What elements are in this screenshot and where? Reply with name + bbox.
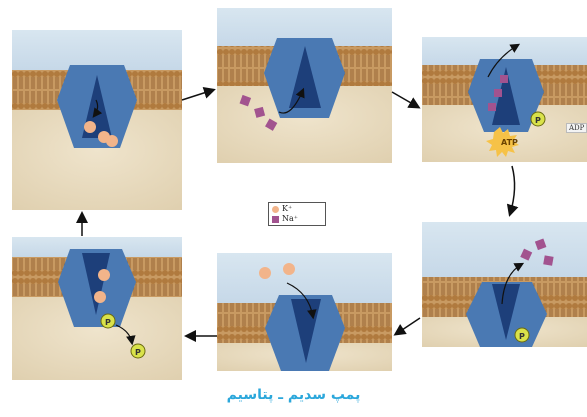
panel-step-5 [217,253,392,371]
sodium-ion [543,255,553,265]
arrow-4-to-5 [396,318,420,334]
potassium-swatch-icon [272,206,279,213]
arrow-3-to-4 [510,166,515,214]
panel-step-3: ATP P [422,37,587,162]
sodium-ion [488,103,496,111]
legend-k-label: K⁺ [282,204,292,214]
potassium-ion [94,291,106,303]
arrow-2-to-3 [392,92,418,107]
svg-text:P: P [535,116,541,125]
legend-item-sodium: Na⁺ [272,214,322,224]
panel-step-4: P [422,222,587,347]
adp-label: ADP [566,123,587,133]
svg-text:P: P [519,332,525,341]
potassium-ion [283,263,295,275]
potassium-ion [84,121,96,133]
sodium-ion [500,75,508,83]
atp-label: ATP [501,138,518,147]
panel-step-6: P P [12,237,182,380]
svg-text:P: P [135,348,141,357]
legend: K⁺ Na⁺ [268,202,326,226]
panel-step-1 [12,30,182,210]
potassium-ion [106,135,118,147]
figure-caption: پمپ سدیم ـ پتاسیم [0,387,587,403]
legend-na-label: Na⁺ [282,214,298,224]
panel-step-2 [217,8,392,163]
svg-text:P: P [105,318,111,327]
sodium-ion [494,89,502,97]
legend-item-potassium: K⁺ [272,204,322,214]
arrow-1-to-2 [182,90,213,100]
potassium-ion [259,267,271,279]
potassium-ion [98,269,110,281]
sodium-swatch-icon [272,216,279,223]
